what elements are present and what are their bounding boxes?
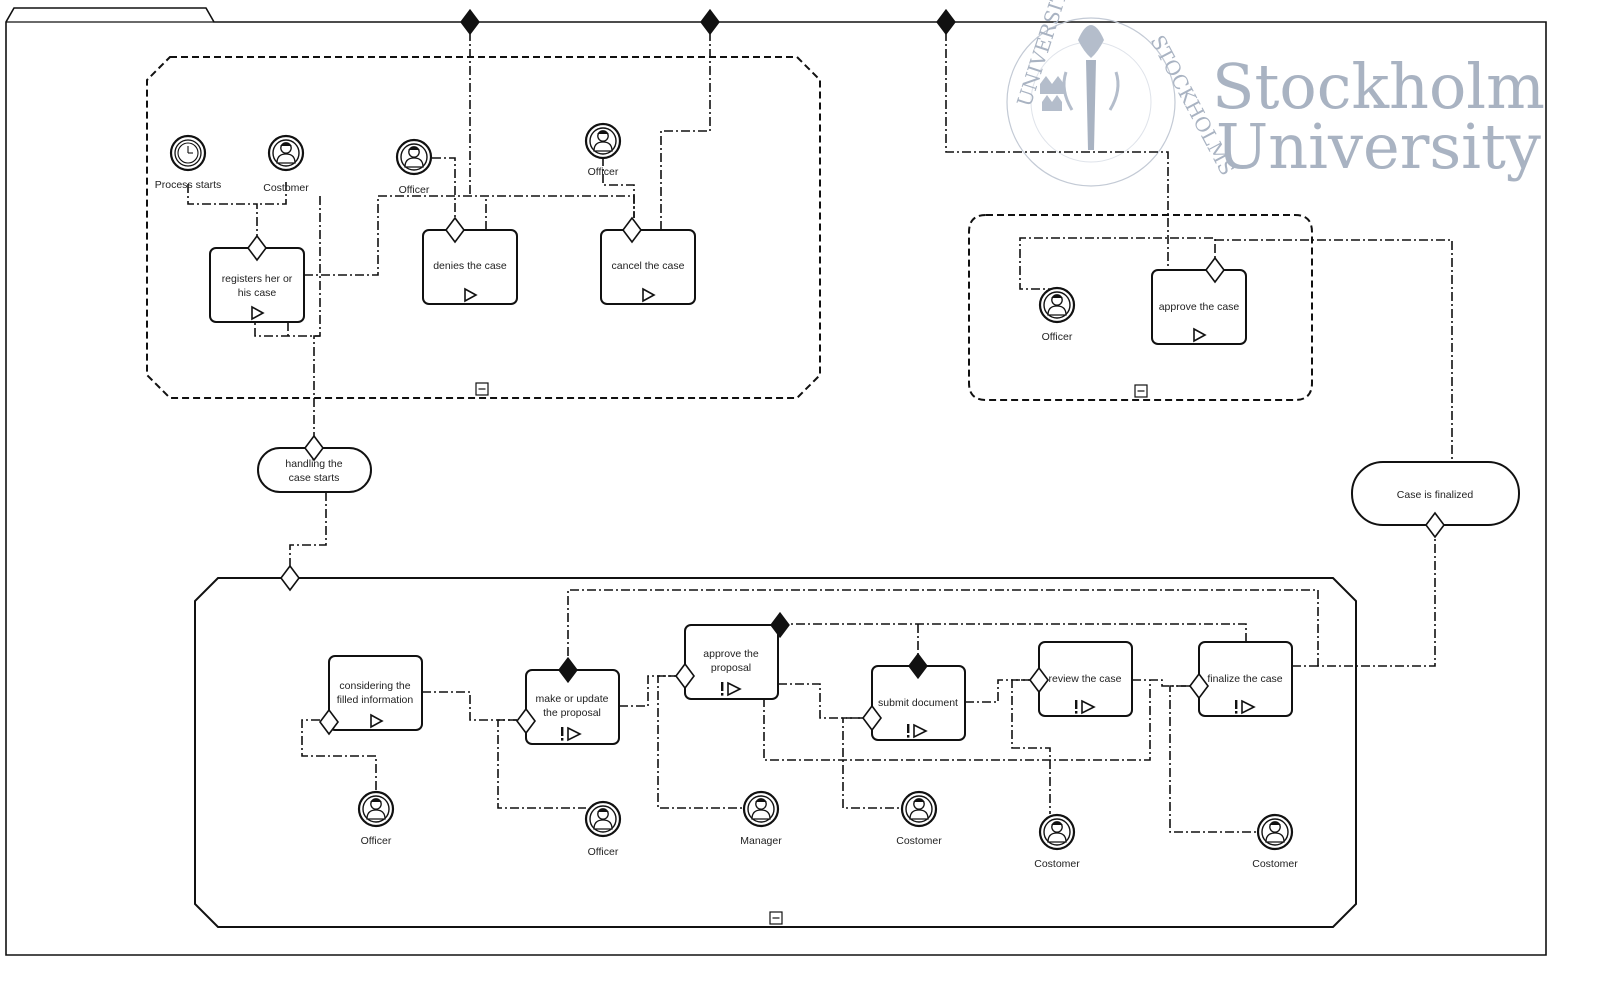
role-officer[interactable]: Officer — [395, 138, 433, 196]
role-label: Officer — [399, 184, 430, 196]
timer-icon — [177, 142, 199, 164]
role-officer[interactable]: Officer — [357, 790, 395, 847]
user-icon — [395, 138, 433, 176]
user-icon — [742, 790, 780, 828]
role-officer[interactable]: Officer — [1038, 286, 1076, 343]
role-customer[interactable]: Costomer — [263, 134, 309, 194]
role-label: Costomer — [1034, 858, 1080, 870]
user-icon — [584, 122, 622, 160]
task-submit-document[interactable]: submit document — [871, 665, 966, 741]
task-label: denies the case — [433, 260, 507, 272]
task-label: submit document — [878, 697, 958, 709]
stage-2[interactable] — [968, 214, 1313, 401]
role-customer[interactable]: Costomer — [1252, 813, 1298, 870]
task-label: review the case — [1049, 673, 1122, 685]
stage-3-collapse-icon[interactable] — [769, 911, 783, 925]
exit-criterion-icon[interactable] — [700, 9, 720, 35]
exit-criterion-icon[interactable] — [936, 9, 956, 35]
role-label: Officer — [1042, 331, 1073, 343]
user-icon — [267, 134, 305, 172]
user-icon — [1038, 813, 1076, 851]
event-label: Process starts — [155, 179, 222, 191]
role-label: Costomer — [1252, 858, 1298, 870]
role-label: Manager — [740, 835, 782, 847]
task-label: approve the case — [1159, 301, 1240, 313]
logo-line-2: University — [1216, 110, 1541, 183]
user-icon — [584, 800, 622, 838]
user-icon — [357, 790, 395, 828]
stage-1-collapse-icon[interactable] — [475, 382, 489, 396]
user-icon — [1038, 286, 1076, 324]
role-officer[interactable]: Officer — [584, 122, 622, 178]
logo-line-1: Stockholm — [1212, 50, 1545, 123]
user-icon — [900, 790, 938, 828]
role-customer[interactable]: Costomer — [1034, 813, 1080, 870]
stage-3[interactable] — [194, 577, 1357, 928]
event-process-starts[interactable]: Process starts — [155, 134, 222, 191]
connectors — [187, 32, 1453, 833]
role-label: Costomer — [263, 182, 309, 194]
task-denies-case[interactable]: denies the case — [422, 229, 518, 305]
role-manager[interactable]: Manager — [740, 790, 782, 847]
milestone-label: Case is finalized — [1397, 489, 1474, 501]
role-label: Officer — [361, 835, 392, 847]
task-label: cancel the case — [612, 260, 685, 272]
task-cancel-case[interactable]: cancel the case — [600, 229, 696, 305]
role-label: Officer — [588, 166, 619, 178]
task-finalize-case[interactable]: finalize the case — [1198, 641, 1293, 717]
role-label: Costomer — [896, 835, 942, 847]
entry-criterion-icon[interactable] — [280, 565, 300, 591]
task-label: finalize the case — [1207, 673, 1282, 685]
case-plan-frame — [5, 7, 1547, 956]
role-officer[interactable]: Officer — [584, 800, 622, 858]
task-approve-case[interactable]: approve the case — [1151, 269, 1247, 345]
stockholm-university-logo: UNIVERSITET STOCKHOLMS Stockholm Univers… — [1006, 0, 1545, 187]
role-label: Officer — [588, 846, 619, 858]
role-customer[interactable]: Costomer — [896, 790, 942, 847]
user-icon — [1256, 813, 1294, 851]
stage-2-collapse-icon[interactable] — [1134, 384, 1148, 398]
exit-criterion-icon[interactable] — [460, 9, 480, 35]
task-review-case[interactable]: review the case — [1038, 641, 1133, 717]
stage-1[interactable] — [146, 56, 821, 399]
